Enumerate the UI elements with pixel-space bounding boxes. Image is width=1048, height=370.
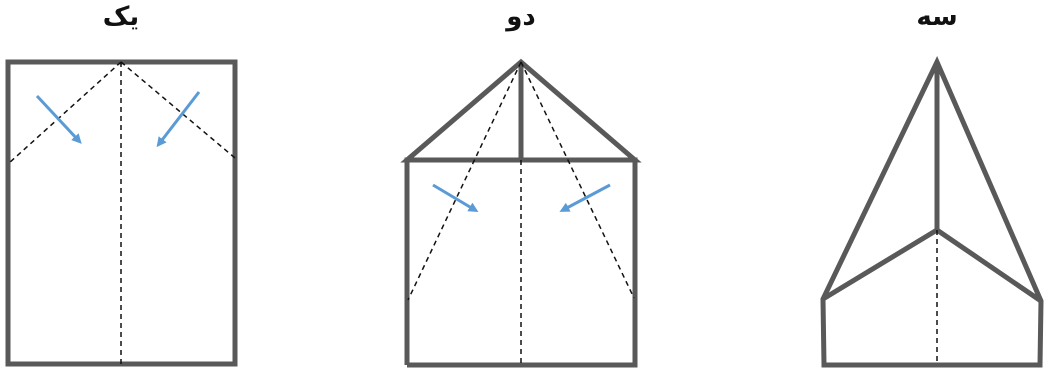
- fold-arrow-icon: [559, 183, 611, 212]
- fold-arrow-icon: [156, 91, 201, 148]
- step-one-title: یک: [102, 2, 140, 32]
- left-fold-line: [7, 61, 122, 165]
- step-two-title: دو: [506, 2, 536, 32]
- step-three-figure: [820, 55, 1044, 368]
- fold-arrow-icon: [432, 183, 479, 213]
- step-three-title: سه: [916, 2, 958, 32]
- step-one-figure: [5, 59, 238, 367]
- right-fold-line: [520, 61, 635, 299]
- fold-arrow-icon: [35, 94, 82, 144]
- right-fold-line: [120, 61, 236, 159]
- left-fold-line: [407, 61, 522, 301]
- plane-outline: [820, 55, 1044, 368]
- plane-wing-edges: [821, 227, 1043, 304]
- step-two-figure: [400, 58, 642, 368]
